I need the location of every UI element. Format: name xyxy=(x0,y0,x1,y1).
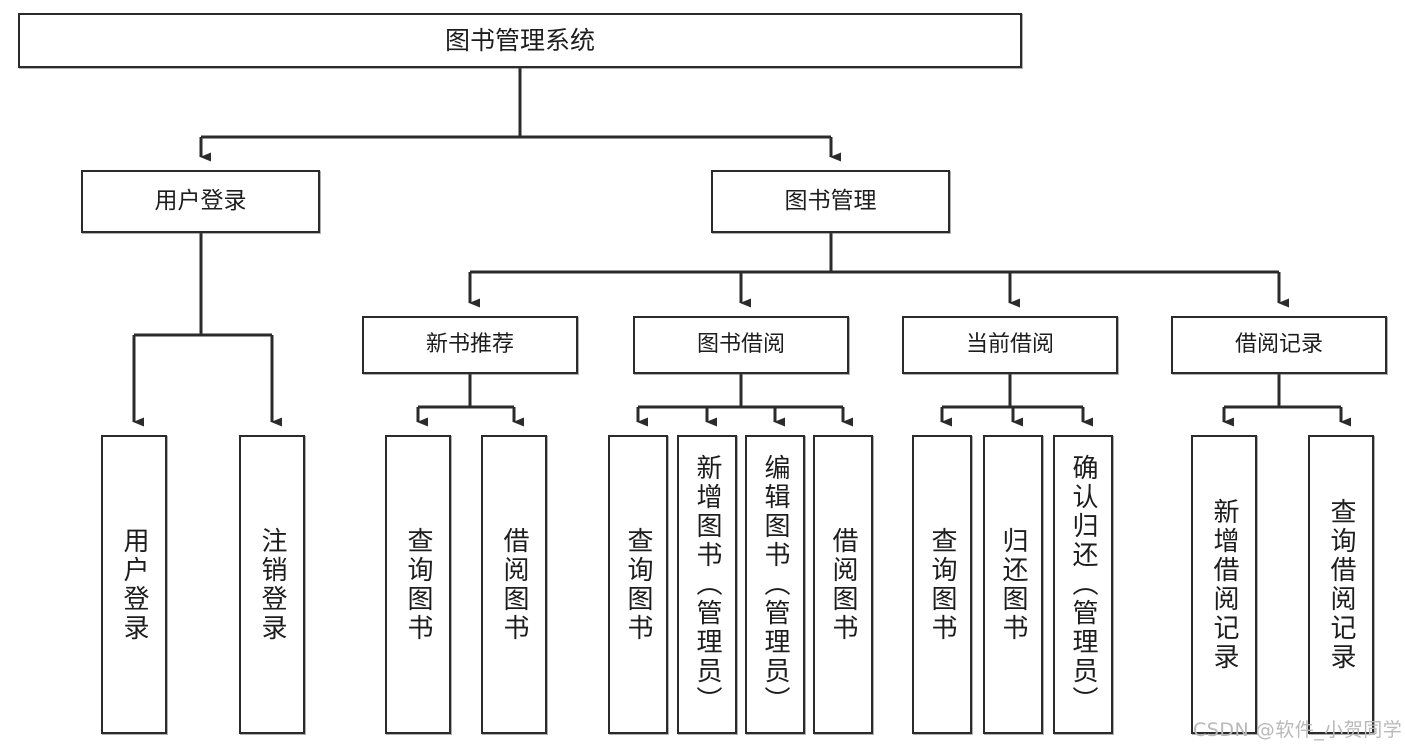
node-leaf-return-book[interactable]: 归还图书 xyxy=(983,435,1043,734)
node-label-leaf-add-record: 新增借阅记录 xyxy=(1209,497,1239,672)
node-book-borrow[interactable]: 图书借阅 xyxy=(633,316,849,374)
node-label-leaf-user-login: 用户登录 xyxy=(119,526,149,643)
node-label-leaf-query-book-1: 查询图书 xyxy=(403,526,433,643)
node-leaf-query-record[interactable]: 查询借阅记录 xyxy=(1308,435,1374,734)
node-label-leaf-edit-book: 编辑图书（管理员） xyxy=(760,454,790,715)
node-label-leaf-borrow-book-1: 借阅图书 xyxy=(499,526,529,643)
node-label-leaf-query-book-2: 查询图书 xyxy=(623,526,653,643)
node-label-leaf-return-book: 归还图书 xyxy=(998,526,1028,643)
node-label-leaf-confirm-return: 确认归还（管理员） xyxy=(1068,454,1098,715)
node-leaf-query-book-1[interactable]: 查询图书 xyxy=(385,435,451,734)
node-current-borrow[interactable]: 当前借阅 xyxy=(902,316,1118,374)
node-leaf-confirm-return[interactable]: 确认归还（管理员） xyxy=(1053,435,1113,734)
node-leaf-query-book-2[interactable]: 查询图书 xyxy=(608,435,668,734)
node-leaf-query-book-3[interactable]: 查询图书 xyxy=(912,435,972,734)
node-leaf-add-book[interactable]: 新增图书（管理员） xyxy=(677,435,737,734)
node-borrow-record[interactable]: 借阅记录 xyxy=(1171,316,1387,374)
node-leaf-add-record[interactable]: 新增借阅记录 xyxy=(1191,435,1257,734)
node-label-user-login: 用户登录 xyxy=(154,187,247,214)
node-label-leaf-query-book-3: 查询图书 xyxy=(927,526,957,643)
node-label-borrow-record: 借阅记录 xyxy=(1234,332,1323,358)
node-label-book-borrow: 图书借阅 xyxy=(696,332,785,358)
node-root[interactable]: 图书管理系统 xyxy=(18,13,1022,68)
node-leaf-borrow-book-1[interactable]: 借阅图书 xyxy=(481,435,547,734)
node-new-book-rec[interactable]: 新书推荐 xyxy=(362,316,578,374)
node-label-current-borrow: 当前借阅 xyxy=(965,332,1054,358)
node-leaf-edit-book[interactable]: 编辑图书（管理员） xyxy=(745,435,805,734)
node-label-root: 图书管理系统 xyxy=(444,25,595,55)
node-label-leaf-borrow-book-2: 借阅图书 xyxy=(828,526,858,643)
node-user-login[interactable]: 用户登录 xyxy=(81,170,320,233)
node-leaf-user-logout[interactable]: 注销登录 xyxy=(239,435,305,734)
node-leaf-user-login[interactable]: 用户登录 xyxy=(101,435,167,734)
node-label-leaf-user-logout: 注销登录 xyxy=(257,526,287,643)
node-leaf-borrow-book-2[interactable]: 借阅图书 xyxy=(813,435,873,734)
node-label-book-manage: 图书管理 xyxy=(784,187,877,214)
node-book-manage[interactable]: 图书管理 xyxy=(711,170,950,233)
node-label-new-book-rec: 新书推荐 xyxy=(425,332,514,358)
node-label-leaf-add-book: 新增图书（管理员） xyxy=(692,454,722,715)
node-label-leaf-query-record: 查询借阅记录 xyxy=(1326,497,1356,672)
